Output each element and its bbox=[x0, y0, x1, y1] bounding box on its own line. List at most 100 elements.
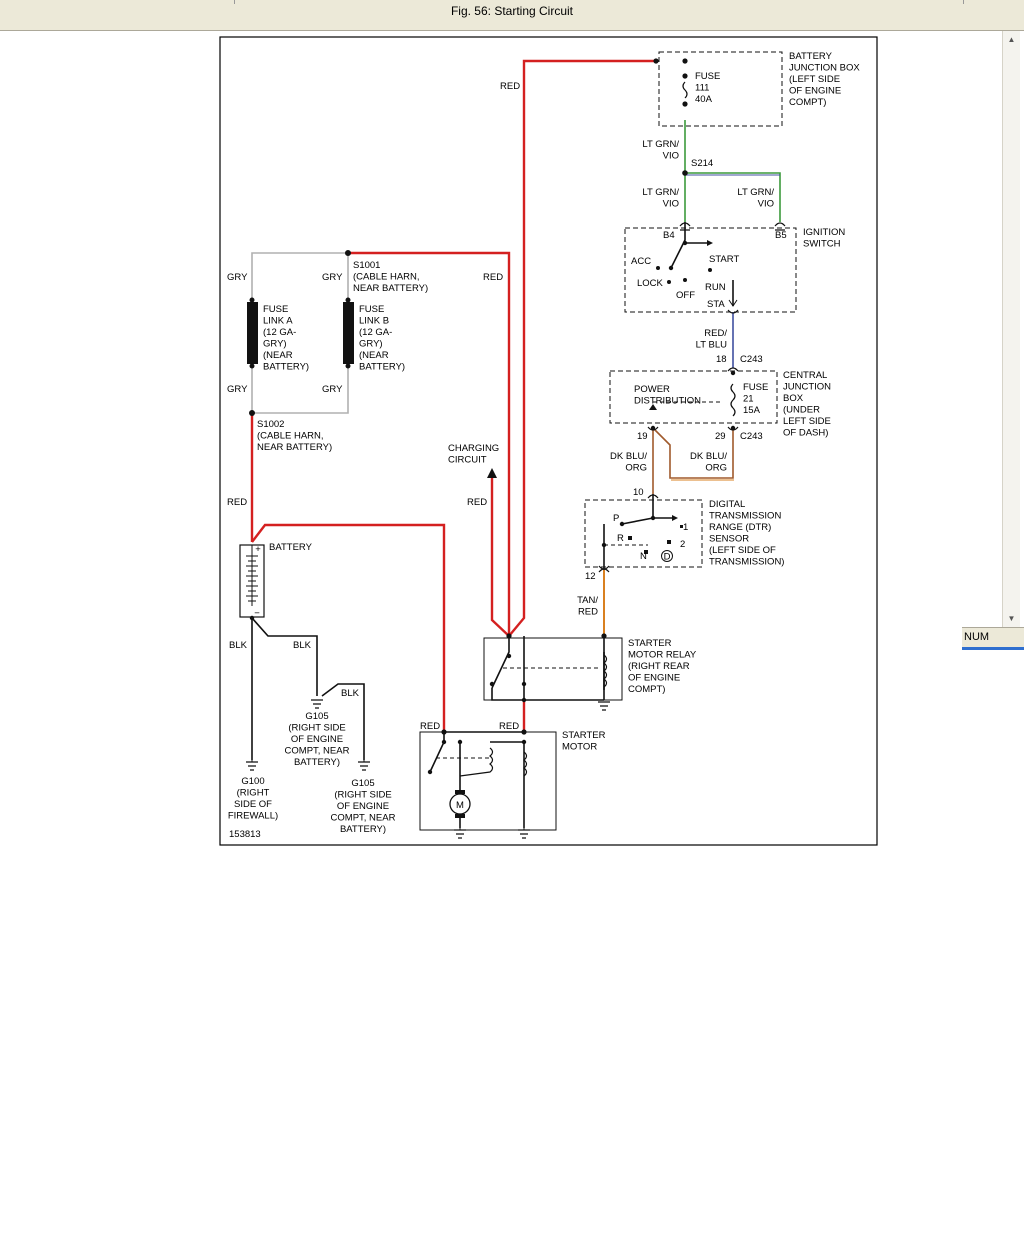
label-one: 1 bbox=[683, 522, 688, 533]
label-redltblu: RED/LT BLU bbox=[696, 328, 728, 351]
label-blk3: BLK bbox=[341, 688, 360, 699]
label-pin10: 10 bbox=[633, 487, 644, 498]
gray-wires bbox=[251, 252, 349, 414]
label-blk2: BLK bbox=[293, 640, 312, 651]
starter-motor-box bbox=[419, 731, 557, 831]
status-accent-bar bbox=[962, 647, 1024, 650]
label-tanred: TAN/RED bbox=[577, 595, 598, 618]
fuse-111-symbol bbox=[682, 81, 688, 99]
fuse-link-b bbox=[343, 302, 354, 364]
label-figure-number: 153813 bbox=[229, 829, 261, 840]
relay-coil bbox=[459, 654, 608, 777]
label-red-mot2: RED bbox=[499, 721, 519, 732]
label-pin29: 29 bbox=[715, 431, 726, 442]
drive-circle-icon bbox=[661, 550, 673, 562]
label-dkblu1: DK BLU/ORG bbox=[610, 451, 647, 474]
ign-arrow-icon bbox=[707, 240, 713, 246]
dashed-links bbox=[436, 401, 723, 759]
label-gry3: GRY bbox=[227, 384, 248, 395]
label-off: OFF bbox=[676, 290, 695, 301]
glyph-m: M bbox=[456, 800, 464, 811]
frame-divider bbox=[234, 0, 235, 4]
starter-relay-box bbox=[483, 637, 623, 701]
label-red-s1001: RED bbox=[483, 272, 503, 283]
scroll-up-icon[interactable]: ▲ bbox=[1007, 35, 1016, 44]
glyph-plus: + bbox=[255, 544, 261, 555]
glyph-minus: − bbox=[254, 608, 260, 619]
label-dkblu2: DK BLU/ORG bbox=[690, 451, 727, 474]
window-title-bar: Fig. 56: Starting Circuit bbox=[0, 0, 1024, 31]
label-pin18: 18 bbox=[716, 354, 727, 365]
label-start: START bbox=[709, 254, 739, 265]
label-ltgrn1: LT GRN/VIO bbox=[642, 139, 679, 162]
sta-arrow-icon bbox=[728, 299, 738, 307]
label-c243b: C243 bbox=[740, 431, 763, 442]
label-battery: BATTERY bbox=[269, 542, 313, 553]
scroll-down-icon[interactable]: ▼ bbox=[1007, 614, 1016, 623]
label-c243a: C243 bbox=[740, 354, 763, 365]
ground-stubs bbox=[251, 760, 525, 830]
component-boxes bbox=[584, 51, 797, 568]
label-two: 2 bbox=[680, 539, 685, 550]
label-red-top: RED bbox=[500, 81, 520, 92]
connector-cups bbox=[598, 222, 786, 573]
black-wires bbox=[251, 222, 734, 828]
label-blk1: BLK bbox=[229, 640, 248, 651]
dtr-arrow-icon bbox=[672, 515, 678, 521]
label-red-chg: RED bbox=[467, 497, 487, 508]
status-bar: NUM bbox=[962, 627, 1024, 650]
charging-circuit-arrow bbox=[487, 468, 497, 478]
label-s1001: S1001(CABLE HARN,NEAR BATTERY) bbox=[353, 260, 428, 294]
label-acc: ACC bbox=[631, 256, 651, 267]
label-lock: LOCK bbox=[637, 278, 664, 289]
label-ltgrn3: LT GRN/VIO bbox=[737, 187, 774, 210]
label-n: N bbox=[640, 551, 647, 562]
motor-brush bbox=[455, 790, 465, 794]
splice-dots bbox=[249, 58, 736, 775]
fuse-21-symbol bbox=[730, 383, 736, 417]
figure-title: Fig. 56: Starting Circuit bbox=[450, 4, 574, 18]
num-lock-indicator: NUM bbox=[964, 631, 990, 643]
label-p: P bbox=[613, 513, 619, 524]
label-red-mot1: RED bbox=[420, 721, 440, 732]
motor-brush bbox=[455, 814, 465, 818]
label-pin12: 12 bbox=[585, 571, 596, 582]
label-s1002: S1002(CABLE HARN,NEAR BATTERY) bbox=[257, 419, 332, 453]
label-d: D bbox=[664, 552, 671, 563]
label-r: R bbox=[617, 533, 624, 544]
diagram-frame bbox=[219, 36, 878, 846]
red-wires bbox=[250, 59, 656, 732]
label-sta: STA bbox=[707, 299, 725, 310]
vertical-scrollbar[interactable]: ▲ ▼ bbox=[1002, 31, 1020, 628]
fuse-link-a bbox=[247, 302, 258, 364]
label-red-bat: RED bbox=[227, 497, 247, 508]
label-s214: S214 bbox=[691, 158, 713, 169]
label-gry4: GRY bbox=[322, 384, 343, 395]
label-gry2: GRY bbox=[322, 272, 343, 283]
dk-blu-org-wires bbox=[652, 427, 734, 494]
pd-arrow-icon bbox=[649, 404, 657, 410]
frame-divider bbox=[963, 0, 964, 4]
label-b5: B5 bbox=[775, 230, 787, 241]
label-run: RUN bbox=[705, 282, 726, 293]
label-gry1: GRY bbox=[227, 272, 248, 283]
label-ltgrn2: LT GRN/VIO bbox=[642, 187, 679, 210]
battery-cells bbox=[246, 545, 258, 606]
